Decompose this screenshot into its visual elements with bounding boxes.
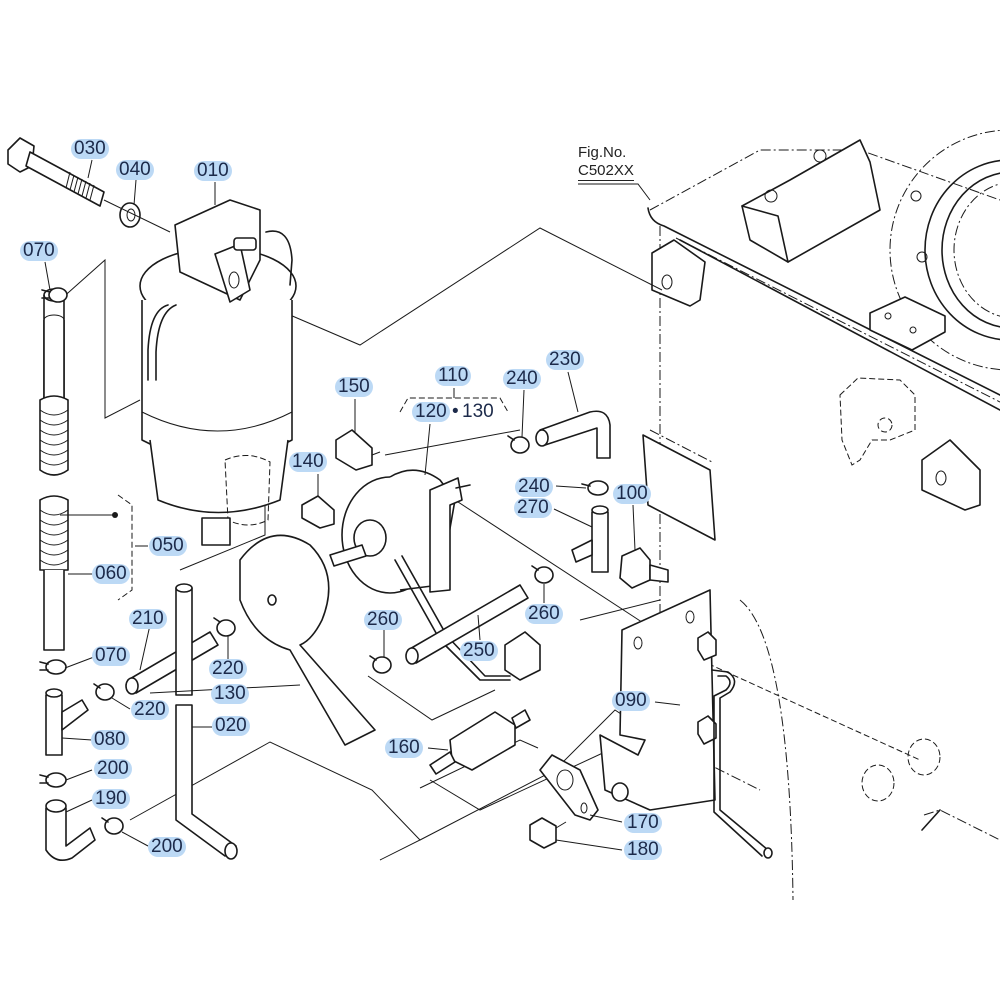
fuel-filter-010 — [139, 199, 297, 546]
callout-150[interactable]: 150 — [335, 377, 373, 397]
washer-040 — [103, 199, 171, 233]
callout-060[interactable]: 060 — [92, 564, 130, 584]
hose-250 — [405, 584, 529, 665]
callout-240-lower[interactable]: 240 — [515, 477, 553, 497]
callout-130-group[interactable]: 130 — [462, 401, 494, 422]
clamp-070-top — [41, 287, 68, 303]
clamp-260-left — [369, 655, 392, 674]
callout-070-lower[interactable]: 070 — [92, 646, 130, 666]
callout-240-upper[interactable]: 240 — [503, 369, 541, 389]
callout-120[interactable]: 120 — [412, 402, 450, 422]
callout-260-right[interactable]: 260 — [525, 604, 563, 624]
callout-250[interactable]: 250 — [460, 641, 498, 661]
figure-ref-value: C502XX — [578, 162, 634, 181]
gasket-170 — [539, 754, 599, 821]
tee-080 — [45, 688, 89, 756]
callout-160[interactable]: 160 — [385, 738, 423, 758]
clamp-220-right — [213, 617, 236, 637]
callout-030[interactable]: 030 — [71, 139, 109, 159]
clamp-200-lower — [101, 817, 124, 835]
callout-200-lower[interactable]: 200 — [148, 837, 186, 857]
tractor-frame-phantom — [642, 129, 1000, 901]
callout-separator: • — [452, 401, 459, 422]
clamp-200-upper — [39, 772, 67, 788]
callout-020[interactable]: 020 — [212, 716, 250, 736]
tee-270 — [571, 505, 609, 573]
callout-220-right[interactable]: 220 — [209, 659, 247, 679]
strainer-160 — [429, 709, 531, 775]
clamp-260-right — [531, 565, 554, 584]
clamp-220-left — [93, 683, 115, 701]
cover-130 — [239, 534, 376, 746]
callout-130[interactable]: 130 — [211, 684, 249, 704]
callout-170[interactable]: 170 — [624, 813, 662, 833]
hose-060 — [39, 288, 133, 651]
callout-110[interactable]: 110 — [435, 366, 472, 386]
clamp-240-upper — [507, 435, 530, 454]
figure-reference: Fig.No. C502XX — [578, 144, 634, 181]
callout-190[interactable]: 190 — [92, 789, 130, 809]
callout-100[interactable]: 100 — [613, 484, 651, 504]
callout-270[interactable]: 270 — [514, 498, 552, 518]
valve-150 — [335, 429, 381, 471]
callout-050[interactable]: 050 — [149, 536, 187, 556]
bracket-090 — [599, 589, 773, 859]
callout-180[interactable]: 180 — [624, 840, 662, 860]
callout-260-left[interactable]: 260 — [364, 610, 402, 630]
elbow-190 — [45, 799, 96, 861]
joint-100 — [619, 547, 669, 589]
callout-040[interactable]: 040 — [116, 160, 154, 180]
clamp-240-lower — [581, 480, 609, 496]
fuel-pump-120 — [329, 469, 541, 681]
hose-210 — [125, 631, 219, 695]
figure-ref-label: Fig.No. — [578, 144, 627, 161]
callout-010[interactable]: 010 — [194, 161, 232, 181]
bolt-180 — [529, 817, 567, 849]
callout-080[interactable]: 080 — [91, 730, 129, 750]
callout-200-upper[interactable]: 200 — [94, 759, 132, 779]
bolt-030 — [7, 137, 105, 207]
callout-090[interactable]: 090 — [612, 691, 650, 711]
callout-230[interactable]: 230 — [546, 350, 584, 370]
callout-140[interactable]: 140 — [289, 452, 327, 472]
valve-140 — [301, 495, 335, 529]
clamp-070-lower — [39, 659, 67, 675]
callout-210[interactable]: 210 — [129, 609, 167, 629]
elbow-230 — [535, 410, 611, 459]
callout-220-left[interactable]: 220 — [131, 700, 169, 720]
hose-020 — [175, 583, 238, 860]
callout-070-top[interactable]: 070 — [20, 241, 58, 261]
